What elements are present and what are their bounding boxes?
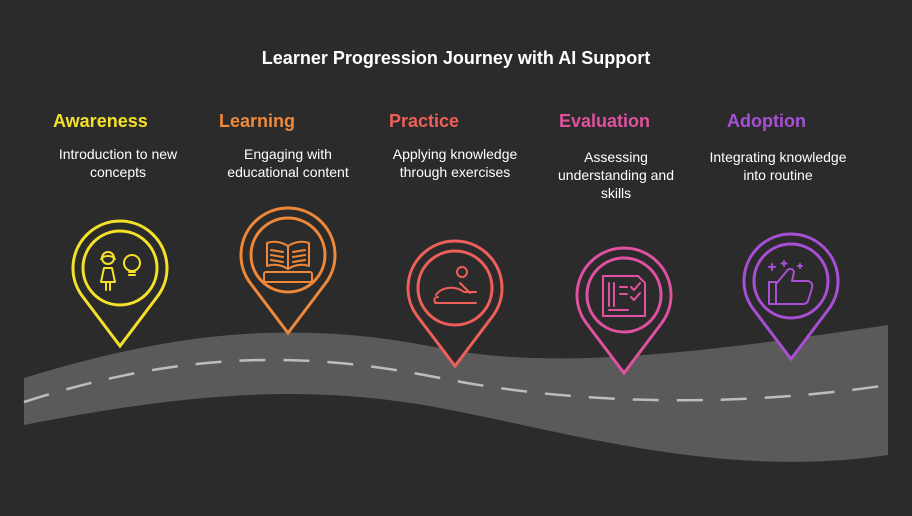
stage-title-learning: Learning xyxy=(219,111,296,131)
diagram-title: Learner Progression Journey with AI Supp… xyxy=(261,48,651,68)
pin-adoption xyxy=(742,232,840,362)
stage-description-practice: Applying knowledge through exercises xyxy=(392,146,518,180)
pin-evaluation xyxy=(575,246,673,376)
stage-description-awareness: Introduction to new concepts xyxy=(58,146,178,180)
open-book-icon xyxy=(263,240,313,283)
road-center-line xyxy=(23,358,889,404)
stage-title-awareness: Awareness xyxy=(53,111,148,131)
stage-title-adoption: Adoption xyxy=(727,111,806,131)
exercise-person-icon xyxy=(433,266,477,304)
road xyxy=(24,325,888,462)
stage-title-evaluation: Evaluation xyxy=(559,111,651,131)
checklist-document-icon xyxy=(602,275,646,317)
stage-description-evaluation: Assessing understanding and skills xyxy=(558,149,674,201)
stage-description-learning: Engaging with educational content xyxy=(227,146,349,180)
thumbs-up-icon xyxy=(768,260,814,305)
person-lightbulb-icon xyxy=(100,251,141,291)
stage-title-practice: Practice xyxy=(389,111,460,131)
pin-awareness xyxy=(71,219,169,349)
stage-description-adoption: Integrating knowledge into routine xyxy=(709,149,847,183)
pin-learning xyxy=(239,206,337,336)
pin-practice xyxy=(406,239,504,369)
